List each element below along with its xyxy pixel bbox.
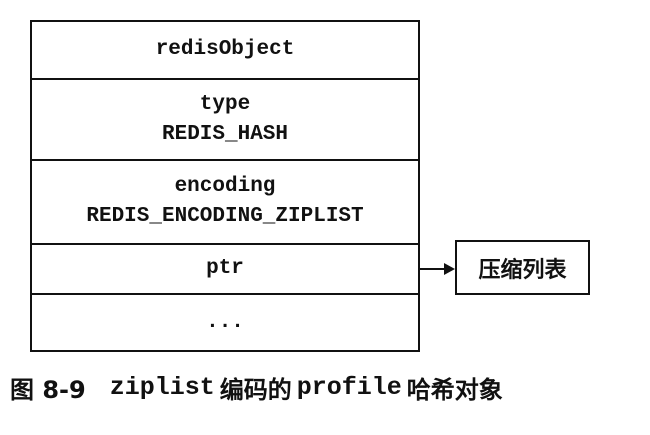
figure-number: 图 8-9 bbox=[10, 375, 86, 404]
encoding-field-value: REDIS_ENCODING_ZIPLIST bbox=[86, 205, 364, 228]
encoding-field-label: encoding bbox=[174, 175, 276, 198]
ptr-arrow-head-icon bbox=[444, 263, 455, 275]
ziplist-target-box: 压缩列表 bbox=[455, 240, 590, 295]
ptr-field-cell: ptr bbox=[32, 245, 418, 295]
type-field-cell: type REDIS_HASH bbox=[32, 80, 418, 161]
figure-caption: 图 8-9 ziplist 编码的 profile 哈希对象 bbox=[10, 367, 640, 407]
type-field-label: type bbox=[199, 92, 251, 116]
type-field-value: REDIS_HASH bbox=[161, 122, 289, 146]
struct-title: redisObject bbox=[155, 38, 295, 61]
caption-hash-object-text: 哈希对象 bbox=[406, 375, 503, 404]
ellipsis-field-label: ... bbox=[206, 310, 244, 334]
redis-object-struct: redisObject type REDIS_HASH encoding RED… bbox=[30, 20, 420, 352]
ellipsis-field-cell: ... bbox=[32, 295, 418, 350]
ptr-arrow-line bbox=[420, 268, 448, 270]
struct-title-cell: redisObject bbox=[32, 22, 418, 80]
caption-profile: profile bbox=[296, 372, 402, 402]
caption-ziplist: ziplist bbox=[109, 372, 215, 402]
ptr-field-label: ptr bbox=[206, 257, 244, 280]
ziplist-target-label: 压缩列表 bbox=[478, 257, 567, 283]
encoding-field-cell: encoding REDIS_ENCODING_ZIPLIST bbox=[32, 161, 418, 245]
caption-encoding-text: 编码的 bbox=[219, 375, 292, 404]
